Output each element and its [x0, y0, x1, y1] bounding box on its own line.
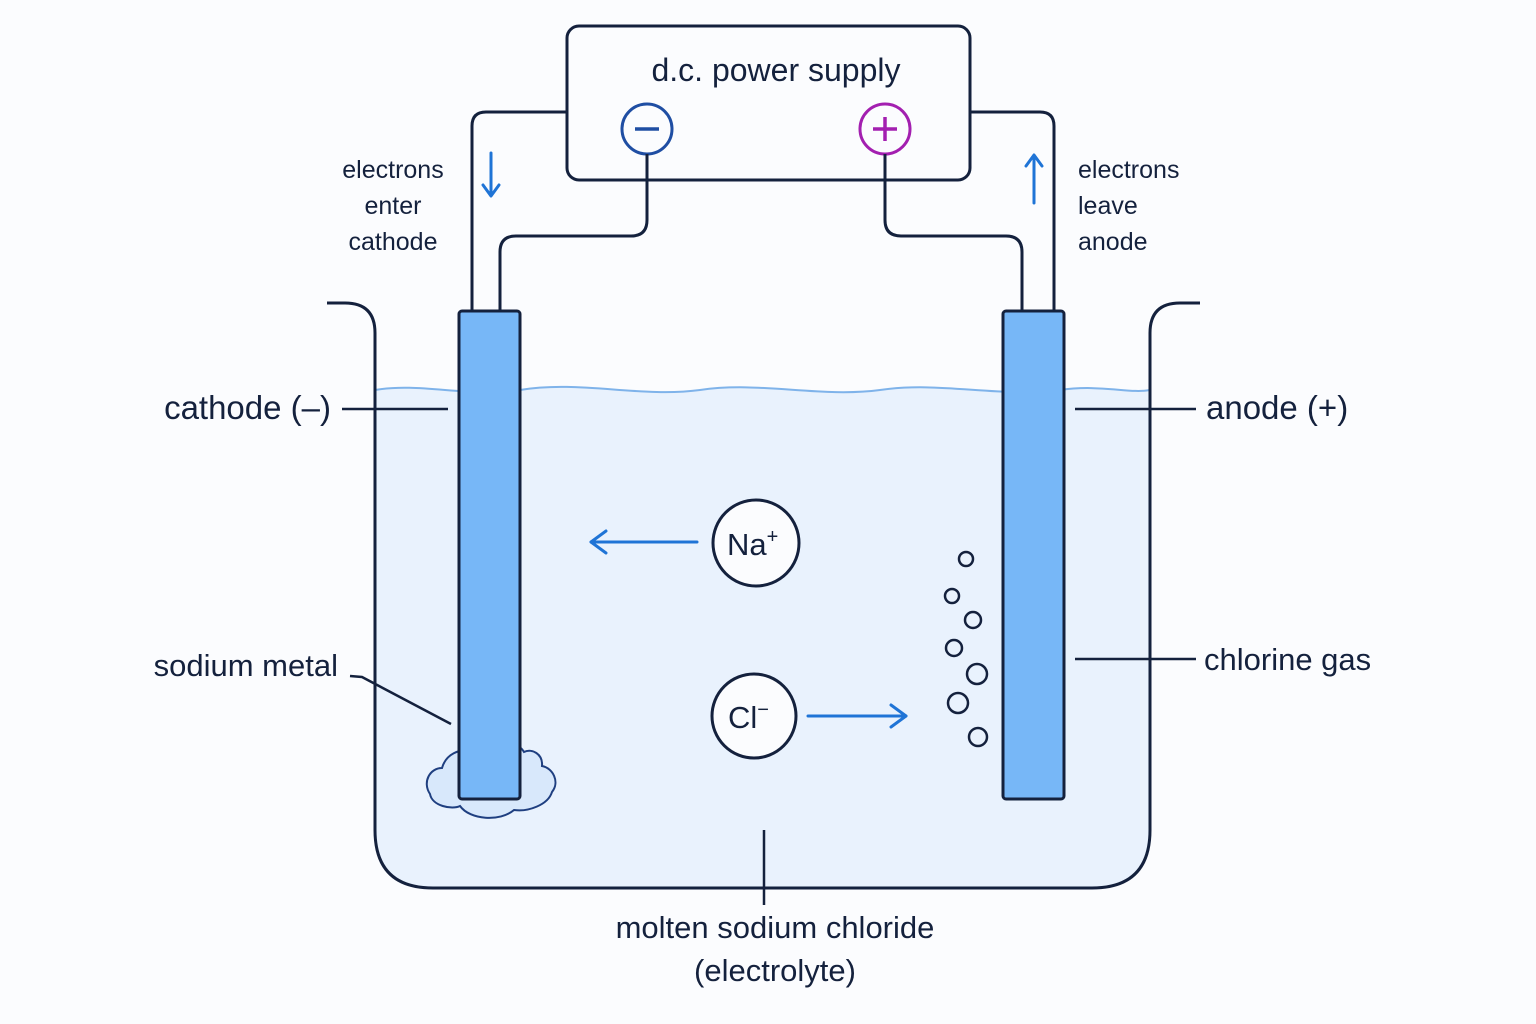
chloride-ion-arrow-icon	[806, 703, 908, 729]
bubble	[957, 550, 975, 568]
svg-text:electrons: electrons	[342, 156, 443, 184]
chlorine-gas-label: chlorine gas	[1204, 642, 1371, 677]
electron-arrow-up-icon	[1024, 153, 1044, 205]
electrons-enter-label: electrons enter cathode	[342, 156, 443, 256]
plus-icon	[873, 117, 897, 141]
electrons-leave-label: electrons leave anode	[1078, 156, 1179, 256]
sodium-ion-label: Na+	[727, 526, 778, 562]
svg-text:cathode: cathode	[349, 228, 438, 256]
electrolyte-label-line1: molten sodium chloride	[616, 910, 935, 945]
chlorine-gas-bubbles	[943, 550, 989, 748]
bubble	[967, 726, 989, 748]
power-supply-box	[565, 24, 972, 182]
anode-electrode	[1001, 309, 1066, 801]
cathode-electrode	[457, 309, 522, 801]
svg-text:enter: enter	[365, 192, 422, 220]
electron-arrow-down-icon	[481, 151, 501, 198]
anode-label: anode (+)	[1206, 389, 1348, 426]
sodium-metal-label: sodium metal	[154, 648, 338, 683]
anode-wire	[883, 110, 1056, 310]
sodium-metal-leader-line	[349, 674, 452, 726]
chloride-ion-label: Cl−	[728, 699, 769, 735]
svg-text:anode: anode	[1078, 228, 1148, 256]
beaker	[327, 301, 1200, 890]
bubble	[963, 610, 983, 630]
electrolyte-liquid	[375, 386, 1150, 888]
cathode-wire	[470, 110, 649, 310]
svg-text:leave: leave	[1078, 192, 1138, 220]
bubble	[965, 662, 989, 686]
bubble	[944, 638, 964, 658]
sodium-ion-circle	[711, 498, 801, 588]
cathode-label: cathode (–)	[164, 389, 331, 426]
bubble	[946, 691, 970, 715]
chloride-ion-circle	[710, 672, 798, 760]
svg-text:electrons: electrons	[1078, 156, 1179, 184]
sodium-ion-arrow-icon	[589, 529, 699, 555]
electrolyte-label-line2: (electrolyte)	[694, 953, 856, 988]
bubble	[943, 587, 961, 605]
power-supply-label: d.c. power supply	[651, 52, 900, 88]
